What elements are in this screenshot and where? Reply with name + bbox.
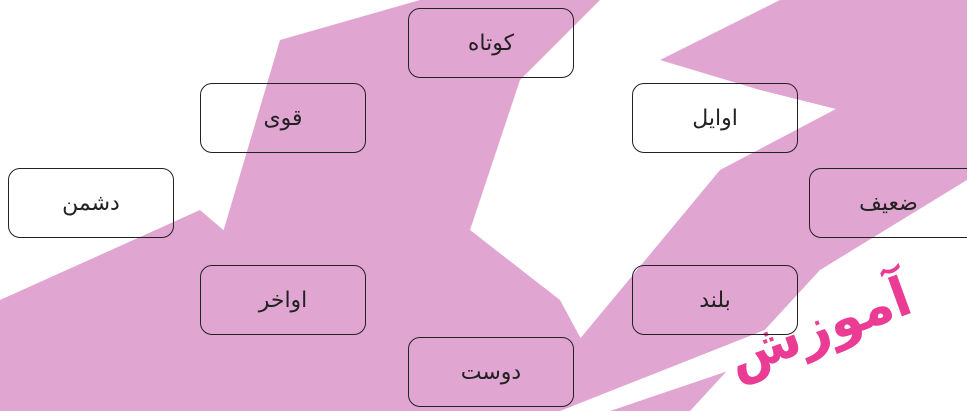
word-box-zaeef[interactable]: ضعیف	[809, 168, 967, 238]
word-box-doost[interactable]: دوست	[408, 337, 574, 407]
word-box-avakher[interactable]: اواخر	[200, 265, 366, 335]
word-box-kotah[interactable]: کوتاه	[408, 8, 574, 78]
watermark-top-right	[660, 0, 967, 110]
word-box-ghavi[interactable]: قوی	[200, 83, 366, 153]
word-box-doshman[interactable]: دشمن	[8, 168, 174, 238]
watermark-arc	[520, 40, 967, 411]
word-box-avayel[interactable]: اوایل	[632, 83, 798, 153]
watermark-stripe	[560, 250, 967, 411]
watermark-swoosh	[170, 0, 620, 411]
word-box-boland[interactable]: بلند	[632, 265, 798, 335]
